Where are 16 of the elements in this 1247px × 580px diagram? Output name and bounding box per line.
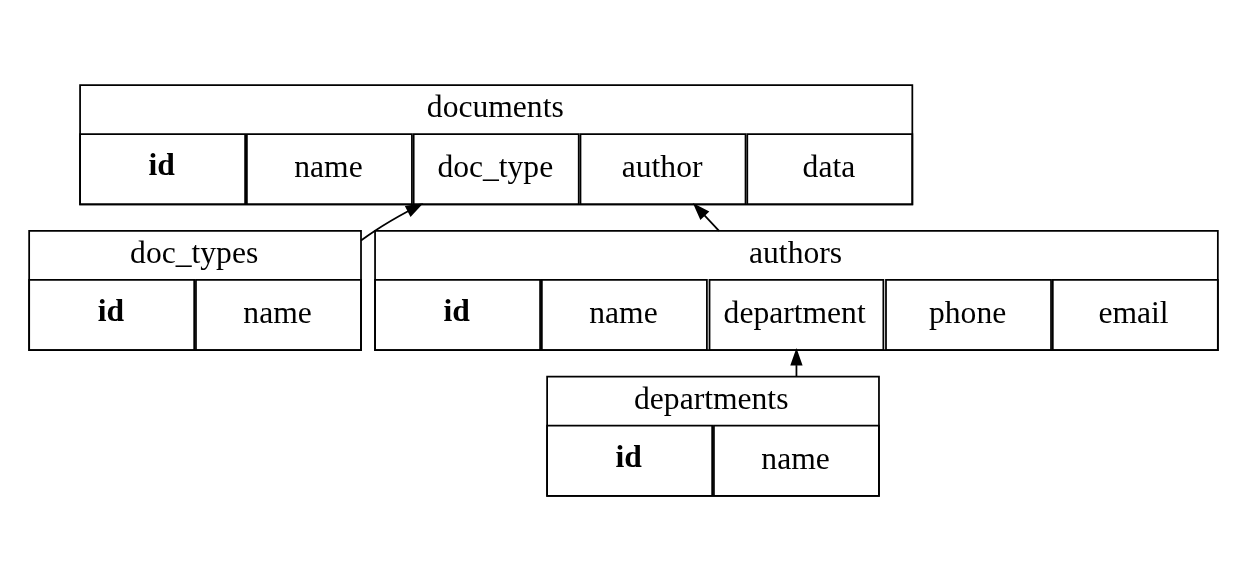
arrow bbox=[692, 202, 720, 232]
node-box: author bbox=[579, 132, 747, 205]
node-box: name bbox=[246, 132, 413, 205]
node-box: name bbox=[713, 424, 880, 497]
node-box: phone bbox=[885, 278, 1052, 351]
node-box: department bbox=[708, 278, 885, 351]
node-box: name bbox=[195, 278, 362, 351]
node-box: doc_type bbox=[412, 132, 580, 205]
arrow bbox=[360, 202, 424, 241]
node-box: id bbox=[374, 278, 541, 351]
node-box: id bbox=[28, 278, 196, 351]
node-box: email bbox=[1051, 278, 1219, 351]
node-box: id bbox=[546, 424, 714, 497]
node-box: id bbox=[79, 132, 246, 205]
node-box: name bbox=[540, 278, 708, 351]
node-box: data bbox=[746, 132, 914, 205]
